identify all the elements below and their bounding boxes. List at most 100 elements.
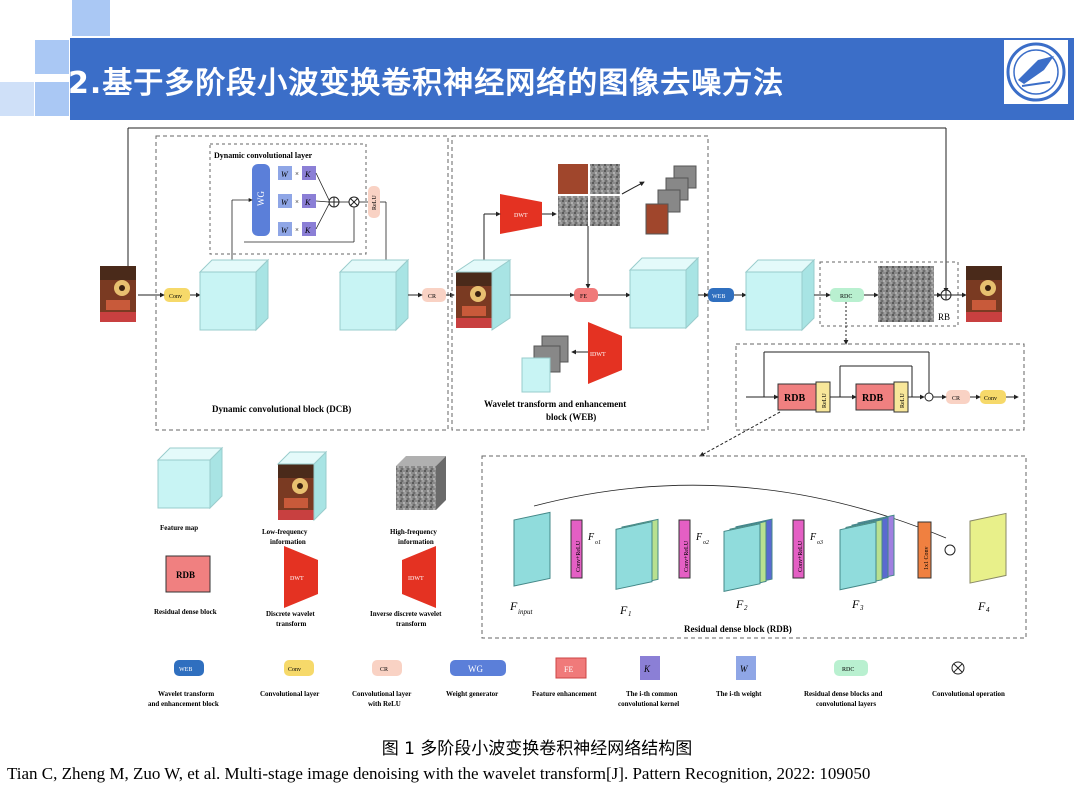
wi-block xyxy=(278,194,292,208)
legend-rdb-label: Residual dense block xyxy=(154,608,217,616)
legend-web-text: WEB xyxy=(179,667,192,673)
legend-low-1: Low-frequency xyxy=(262,528,308,536)
web-block-label: WEB xyxy=(712,294,725,300)
legend-dwt xyxy=(284,546,318,608)
conv-relu-1: Conv+ReLU xyxy=(576,540,582,572)
ki-label: K xyxy=(304,198,311,207)
f1-sub: 1 xyxy=(628,610,632,618)
legend-rdc-1: Residual dense blocks and xyxy=(804,690,882,698)
legend-cr-1: Convolutional layer xyxy=(352,690,411,698)
legend-dwt-1: Discrete wavelet xyxy=(266,610,315,618)
decor-square-3 xyxy=(0,82,34,116)
input-image xyxy=(100,266,136,322)
fe-block xyxy=(574,288,598,302)
legend-wg-text: WG xyxy=(468,664,483,674)
legend-high-freq xyxy=(396,466,436,510)
relu-label: ReLU xyxy=(372,195,378,210)
cr-label-1: CR xyxy=(428,294,436,300)
k1-block xyxy=(302,166,316,180)
wn-block xyxy=(278,222,292,236)
conv-block xyxy=(164,288,190,302)
wi-label: W xyxy=(281,198,289,207)
rdb-block-2 xyxy=(855,383,895,411)
k1-label: K xyxy=(304,170,311,179)
idwt-block xyxy=(588,322,622,384)
legend-idwt-1: Inverse discrete wavelet xyxy=(370,610,442,618)
wg-block xyxy=(252,164,270,236)
dwt-block xyxy=(500,194,542,234)
f1-label: F xyxy=(619,603,628,617)
legend-k-1: The i-th common xyxy=(626,690,677,698)
conv-label-2: Conv xyxy=(984,396,997,402)
legend-feature-map-label: Feature map xyxy=(160,524,198,532)
times-3: × xyxy=(295,226,299,234)
legend-idwt xyxy=(402,546,436,608)
relu-label-3: ReLU xyxy=(900,393,906,408)
legend-rdc-text: RDC xyxy=(842,667,854,673)
fo3-label: F xyxy=(809,532,817,543)
fo2-sub: o2 xyxy=(703,540,709,546)
legend-web-1: Wavelet transform xyxy=(158,690,214,698)
conv-relu-2: Conv+ReLU xyxy=(684,540,690,572)
relu-label-2: ReLU xyxy=(822,393,828,408)
rdb-label-2: RDB xyxy=(862,393,883,404)
legend-rdb xyxy=(165,555,211,593)
legend-rdc-2: convolutional layers xyxy=(816,700,876,708)
decor-square-4 xyxy=(35,82,69,116)
rdb-label-1: RDB xyxy=(784,393,805,404)
dcl-title: Dynamic convolutional layer xyxy=(214,151,313,160)
legend-idwt-text: IDWT xyxy=(408,576,424,582)
conv-1x1: 1x1 Conv xyxy=(924,546,930,570)
rdc-label: RDC xyxy=(840,294,852,300)
times-2: × xyxy=(295,198,299,206)
legend-k-text: K xyxy=(643,664,651,674)
feature-map-2 xyxy=(339,271,397,331)
w1-label: W xyxy=(281,170,289,179)
rdb-detail-label: Residual dense block (RDB) xyxy=(684,624,792,634)
f4-sub: 4 xyxy=(986,606,990,614)
rdc-block xyxy=(830,288,864,302)
f-input-label: F xyxy=(509,599,518,613)
rb-label: RB xyxy=(938,312,950,322)
network-diagram: Dynamic convolutional layer WG W × K W ×… xyxy=(100,127,1027,708)
legend-w-text: W xyxy=(740,664,749,674)
w1-block xyxy=(278,166,292,180)
legend-rdb-text: RDB xyxy=(176,570,195,580)
f2-label: F xyxy=(735,597,744,611)
page-title: 2.基于多阶段小波变换卷积神经网络的图像去噪方法 xyxy=(68,66,785,101)
decor-square-2 xyxy=(35,40,69,74)
f3-sub: 3 xyxy=(859,604,864,612)
legend-low-freq-image xyxy=(278,464,314,520)
legend-high-1: High-frequency xyxy=(390,528,437,536)
relu-block xyxy=(368,186,380,218)
legend-conv-text: Conv xyxy=(288,667,301,673)
conv-label: Conv xyxy=(169,294,182,300)
legend-op: Convolutional operation xyxy=(932,690,1005,698)
dcb-label: Dynamic convolutional block (DCB) xyxy=(212,404,351,414)
kn-label: K xyxy=(304,226,311,235)
ki-block xyxy=(302,194,316,208)
legend-wg: Weight generator xyxy=(446,690,498,698)
f4-label: F xyxy=(977,599,986,613)
legend-conv: Convolutional layer xyxy=(260,690,319,698)
legend-dwt-2: transform xyxy=(276,620,306,628)
legend-w: The i-th weight xyxy=(716,690,762,698)
legend-web-2: and enhancement block xyxy=(148,700,219,708)
kn-block xyxy=(302,222,316,236)
feature-map-3 xyxy=(629,269,687,329)
legend-dwt-text: DWT xyxy=(290,576,304,582)
fo1-sub: o1 xyxy=(595,540,601,546)
feature-map-4 xyxy=(745,271,803,331)
university-logo xyxy=(1004,40,1068,104)
title-bar xyxy=(70,38,1074,120)
feature-map-1 xyxy=(199,271,257,331)
cr-block-1 xyxy=(422,288,446,302)
rdb-block-1 xyxy=(777,383,817,411)
f3-label: F xyxy=(851,597,860,611)
times-1: × xyxy=(295,170,299,178)
wg-label: WG xyxy=(256,191,266,206)
cr-label-2: CR xyxy=(952,396,960,402)
low-freq-image xyxy=(456,272,492,328)
legend-cr-2: with ReLU xyxy=(368,700,401,708)
f2-sub: 2 xyxy=(744,604,748,612)
